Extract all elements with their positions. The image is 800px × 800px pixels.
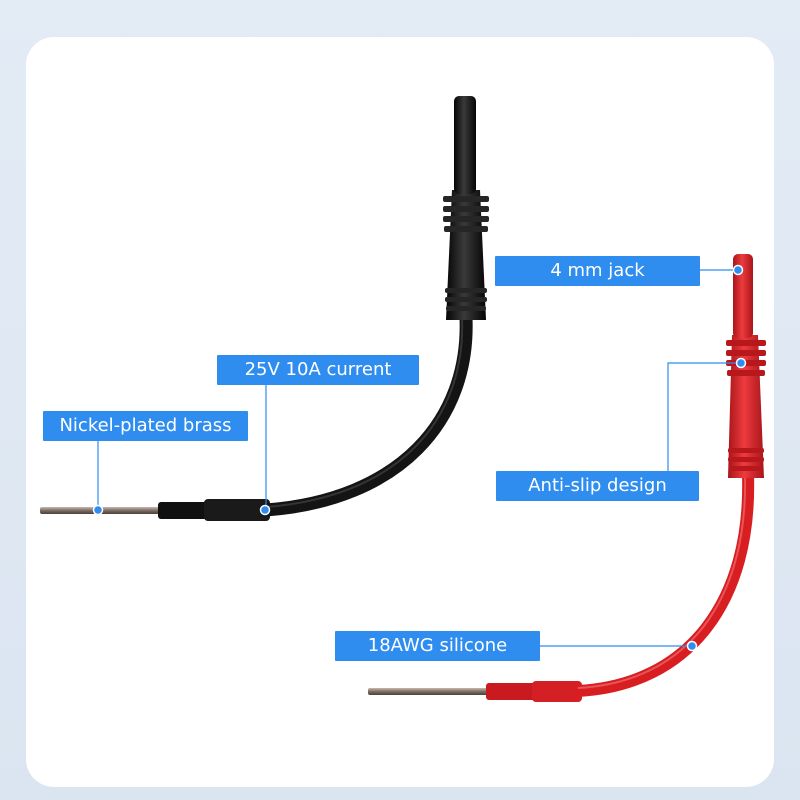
black-lead-jack — [454, 96, 476, 194]
brass-dot — [92, 504, 104, 516]
red-lead-cable — [572, 469, 755, 697]
silicone-dot — [686, 640, 698, 652]
black-lead-cable — [259, 311, 473, 517]
red-lead-sleeve — [486, 683, 536, 700]
antislip-dot — [735, 357, 747, 369]
black-lead-sleeve — [158, 502, 208, 519]
callout-nickel-plated-brass: Nickel-plated brass — [43, 411, 248, 441]
black-test-lead — [40, 96, 489, 521]
callout-leaders — [97, 269, 740, 647]
callout-dots — [92, 264, 747, 652]
red-lead-pin — [368, 688, 492, 695]
red-test-lead — [368, 254, 766, 702]
current-dot — [259, 504, 271, 516]
callout-current-rating: 25V 10A current — [217, 355, 419, 385]
callout-18awg-silicone: 18AWG silicone — [335, 631, 540, 661]
callout-anti-slip-design: Anti-slip design — [496, 471, 699, 501]
jack-dot — [732, 264, 744, 276]
callout-4mm-jack: 4 mm jack — [495, 256, 700, 286]
red-lead-connector — [728, 335, 764, 478]
black-lead-connector — [446, 190, 486, 320]
